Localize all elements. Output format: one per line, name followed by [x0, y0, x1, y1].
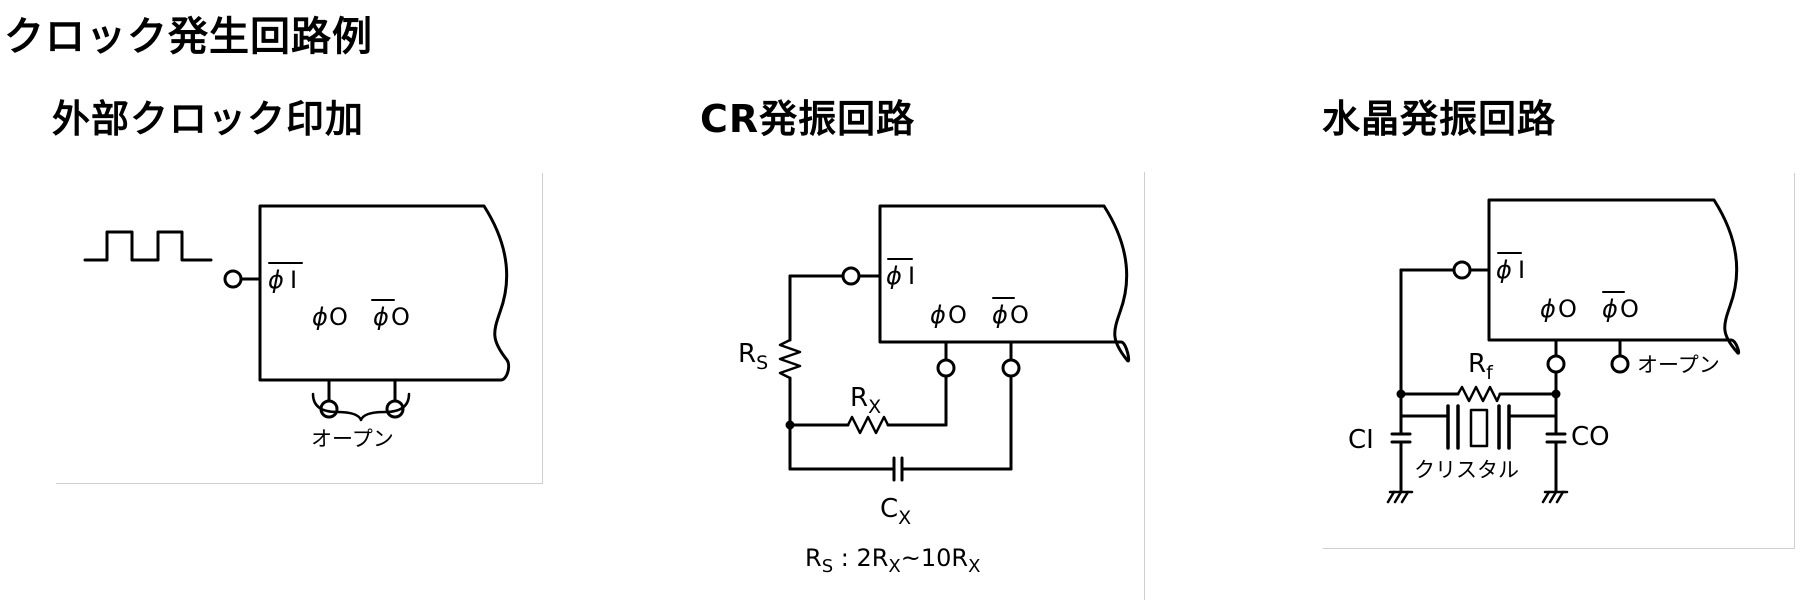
- ic-package: [258, 204, 511, 382]
- rx-subscript: X: [868, 396, 881, 418]
- svg-text:ϕ: ϕ: [886, 262, 902, 290]
- rf-subscript: f: [1486, 362, 1494, 384]
- crystal-oscillator-diagram: ϕ I ϕ O ϕ O オープン: [1322, 172, 1794, 548]
- ground-icon: [1541, 490, 1569, 504]
- brace-icon: [311, 392, 411, 422]
- phi-i-pin-circle: [223, 269, 243, 289]
- svg-text:ϕ: ϕ: [992, 301, 1008, 329]
- page-title: クロック発生回路例: [4, 14, 373, 60]
- open-label: オープン: [311, 427, 394, 451]
- phi-i-pin-circle: [841, 266, 861, 286]
- heading-crystal-oscillator: 水晶発振回路: [1322, 97, 1557, 141]
- ic-package: [878, 204, 1131, 363]
- phi-o-pin-label: O: [948, 301, 967, 329]
- ground-icon: [1386, 490, 1414, 504]
- svg-text:ϕ: ϕ: [373, 303, 389, 331]
- external-clock-diagram: ϕ I ϕ O ϕ O オープン: [55, 172, 542, 483]
- ic-package: [1487, 198, 1741, 355]
- phi-i-pin-label: I: [908, 262, 915, 290]
- rs-range-condition: RS : 2RX~10RX: [805, 544, 980, 577]
- rs-label: R: [738, 339, 756, 369]
- rs-resistor: [778, 338, 802, 380]
- ci-label: CI: [1348, 425, 1374, 455]
- svg-text:CX: CX: [880, 494, 911, 529]
- svg-text:ϕ: ϕ: [930, 301, 946, 329]
- phi-o-bar-pin-label: O: [1620, 295, 1639, 323]
- open-label: オープン: [1637, 353, 1720, 377]
- phi-i-pin-circle: [1452, 260, 1472, 280]
- svg-text:ϕ: ϕ: [1496, 256, 1512, 284]
- svg-text:Rf: Rf: [1468, 349, 1494, 384]
- cx-label: C: [880, 494, 898, 524]
- phi-o-pin-circle: [936, 358, 956, 378]
- svg-text:ϕ: ϕ: [268, 266, 284, 294]
- phi-o-pin-circle: [1546, 354, 1566, 374]
- phi-o-pin-label: O: [329, 303, 348, 331]
- rx-label: R: [850, 383, 868, 413]
- phi-o-pin-label: O: [1558, 295, 1577, 323]
- svg-text:ϕ: ϕ: [1602, 295, 1618, 323]
- phi-i-pin-label: I: [290, 266, 297, 294]
- phi-o-bar-pin-label: O: [391, 303, 410, 331]
- heading-cr-oscillator: CR発振回路: [700, 97, 916, 141]
- svg-text:RX: RX: [850, 383, 881, 418]
- cx-subscript: X: [898, 507, 911, 529]
- co-label: CO: [1571, 422, 1610, 452]
- heading-external-clock: 外部クロック印加: [52, 97, 365, 141]
- rf-resistor: [1456, 385, 1502, 403]
- svg-text:ϕ: ϕ: [312, 303, 328, 331]
- svg-text:RS: RS: [738, 339, 768, 374]
- svg-text:ϕ: ϕ: [1540, 295, 1556, 323]
- phi-o-bar-pin-label: O: [1010, 301, 1029, 329]
- crystal-element: [1469, 408, 1489, 448]
- crystal-label: クリスタル: [1414, 458, 1519, 482]
- phi-o-bar-pin-circle: [1001, 358, 1021, 378]
- cr-oscillator-diagram: ϕ I ϕ O ϕ O RS RX CX RS : 2RX~10RX: [700, 172, 1144, 600]
- rs-subscript: S: [756, 352, 768, 374]
- clock-waveform-icon: [83, 230, 213, 262]
- rf-label: R: [1468, 349, 1486, 379]
- phi-i-pin-label: I: [1518, 256, 1525, 284]
- phi-o-bar-pin-circle: [1610, 354, 1630, 374]
- rx-resistor: [846, 415, 890, 435]
